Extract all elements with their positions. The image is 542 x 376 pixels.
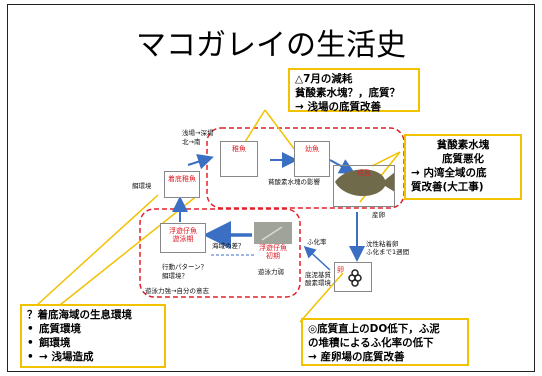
settle-leader	[59, 194, 199, 306]
behavior-label-2: 餌環境？	[162, 272, 188, 280]
spawning-label: 産卵	[372, 211, 385, 219]
adult-leader	[371, 151, 401, 167]
sediment-label-1: 底泥基質	[305, 271, 331, 279]
adult-callout: 貧酸素水塊 底質悪化 → 内湾全域の底 質改善(大工事)	[404, 134, 522, 200]
stage-juvenile-young: 稚魚	[220, 141, 258, 177]
swim-ability-label: 遊泳力弱	[258, 268, 284, 276]
egg-leader	[299, 272, 344, 323]
summer-line-3: → 浅場の底質改善	[295, 101, 381, 113]
stage-larva-late: 浮遊仔魚 遊泳期	[160, 223, 206, 253]
summer-callout: △7月の減耗 貧酸素水塊？，底質？ → 浅場の底質改善	[288, 68, 420, 113]
arrow-egg-larva	[303, 245, 331, 271]
summer-line-1: △7月の減耗	[295, 73, 353, 85]
stage-larva-late-line2: 遊泳期	[172, 235, 194, 243]
stage-larva-early: 浮遊仔魚 初期	[254, 244, 292, 262]
adult-line-3: → 内湾全域の底	[411, 167, 487, 179]
stage-adult: 成魚	[333, 165, 395, 207]
stage-juvenile: 幼魚	[294, 141, 330, 177]
stage-larva-early-line2: 初期	[266, 252, 280, 260]
stage-adult-label: 成魚	[357, 169, 371, 177]
feeding-label: 餌環境	[132, 182, 152, 190]
stage-larva-early-line1: 浮遊仔魚	[259, 244, 287, 252]
settle-item-sediment: 底質環境	[27, 322, 159, 336]
stage-egg: 卵	[334, 262, 372, 292]
sediment-label-2: 酸素環境	[305, 279, 331, 287]
swim-strong-label: 遊泳力強→自分の意志	[145, 287, 209, 295]
summer-line-2: 貧酸素水塊？，底質？	[295, 87, 400, 99]
settle-callout: ？着底海域の生息環境 底質環境 餌環境 → 浅場造成	[20, 304, 166, 368]
stage-juvenile-young-label: 稚魚	[232, 145, 246, 153]
settle-item-feeding: 餌環境	[27, 336, 159, 350]
egg-line-2: の堆積によるふ化率の低下	[308, 337, 434, 349]
current-diff-label: 海域の差？	[212, 242, 245, 250]
adhesive-label-2: ふ化まで1週間	[366, 248, 410, 256]
hatch-rate-label: ふ化率	[307, 238, 327, 246]
behavior-label-1: 行動パターン？	[162, 263, 208, 271]
egg-cluster	[348, 269, 362, 287]
stage-settled-label: 着底稚魚	[168, 175, 196, 183]
adhesive-label-1: 沈性粘着卵	[366, 240, 399, 248]
larva-region	[139, 208, 301, 298]
north-south-label: 北→南	[182, 138, 201, 146]
stage-juvenile-label: 幼魚	[305, 145, 319, 153]
settle-leader	[36, 194, 159, 306]
shallow-deep-label: 浅場→深場	[182, 129, 214, 137]
summer-leader	[264, 109, 296, 151]
stage-settled: 着底稚魚	[164, 171, 200, 198]
fish-adult	[335, 169, 395, 197]
arrow-juvenile-adult	[329, 159, 356, 174]
egg-callout: ◎底質直上のDO低下，ふ泥 の堆積によるふ化率の低下 → 産卵場の底質改善	[301, 318, 469, 366]
stage-egg-label: 卵	[337, 266, 344, 274]
page-title: マコガレイの生活史	[136, 28, 406, 63]
arrow-settled-juvenile	[187, 154, 214, 170]
adult-line-4: 質改善(大工事)	[411, 181, 484, 193]
hypoxia-effect-label: 貧酸素水塊の影響	[268, 178, 320, 186]
stage-larva-late-line1: 浮遊仔魚	[169, 227, 197, 235]
settle-title: ？着底海域の生息環境	[27, 309, 132, 321]
settle-item-shallow: → 浅場造成	[27, 350, 159, 364]
egg-line-3: → 産卵場の底質改善	[308, 351, 405, 363]
adult-line-1: 貧酸素水塊	[436, 139, 490, 151]
slide-frame	[7, 4, 535, 372]
adult-line-2: 底質悪化	[442, 153, 484, 165]
egg-line-1: ◎底質直上のDO低下，ふ泥	[308, 323, 440, 335]
